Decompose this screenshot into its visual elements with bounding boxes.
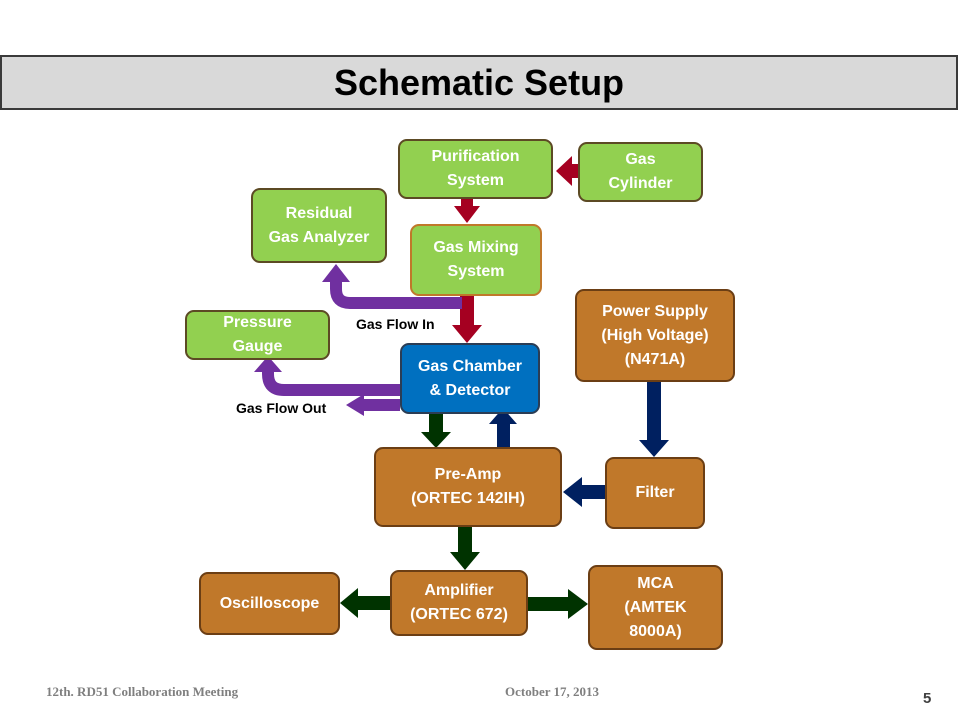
footer-date: October 17, 2013: [505, 684, 599, 699]
power-supply-box: Power Supply (High Voltage) (N471A): [575, 289, 735, 382]
arrow-amplifier-to-mca: [527, 589, 588, 619]
arrow-mixing-to-chamber: [452, 296, 482, 343]
arrow-to-pressure-gauge: [262, 368, 400, 396]
amplifier-box: Amplifier (ORTEC 672): [390, 570, 528, 636]
arrow-chamber-to-preamp: [421, 413, 451, 448]
purification-system-box: Purification System: [398, 139, 553, 199]
residual-gas-analyzer-box: Residual Gas Analyzer: [251, 188, 387, 263]
arrowhead-pressure: [254, 356, 282, 372]
footer-meeting: 12th. RD51 Collaboration Meeting: [46, 684, 239, 699]
arrowhead-residual: [322, 264, 350, 282]
oscilloscope-box: Oscilloscope: [199, 572, 340, 635]
pre-amp-box: Pre-Amp (ORTEC 142IH): [374, 447, 562, 527]
arrow-filter-to-preamp: [563, 477, 606, 507]
gas-cylinder-box: Gas Cylinder: [578, 142, 703, 202]
arrow-purification-to-mixing: [454, 198, 480, 223]
gas-supply-arrows: [452, 156, 578, 343]
mca-box: MCA (AMTEK 8000A): [588, 565, 723, 650]
gas-mixing-system-box: Gas Mixing System: [410, 224, 542, 296]
page-number: 5: [923, 690, 932, 707]
arrow-preamp-to-chamber: [489, 408, 517, 448]
gas-chamber-detector-box: Gas Chamber & Detector: [400, 343, 540, 414]
gas-flow-in-label: Gas Flow In: [356, 316, 435, 332]
page-title: Schematic Setup: [333, 61, 625, 103]
arrow-preamp-to-amplifier: [450, 526, 480, 570]
arrowhead-flow-out: [346, 394, 364, 416]
gas-flow-arrows: [262, 282, 462, 411]
arrow-cylinder-to-purification: [556, 156, 578, 186]
signal-arrows: [340, 413, 588, 619]
arrow-amplifier-to-oscilloscope: [340, 588, 390, 618]
filter-box: Filter: [605, 457, 705, 529]
pressure-gauge-box: Pressure Gauge: [185, 310, 330, 360]
arrow-power-to-filter: [639, 381, 669, 457]
arrow-to-residual-analyzer: [330, 282, 462, 309]
power-arrows: [489, 381, 669, 507]
title-bar: Schematic Setup: [0, 55, 958, 110]
gas-flow-out-label: Gas Flow Out: [236, 400, 327, 416]
